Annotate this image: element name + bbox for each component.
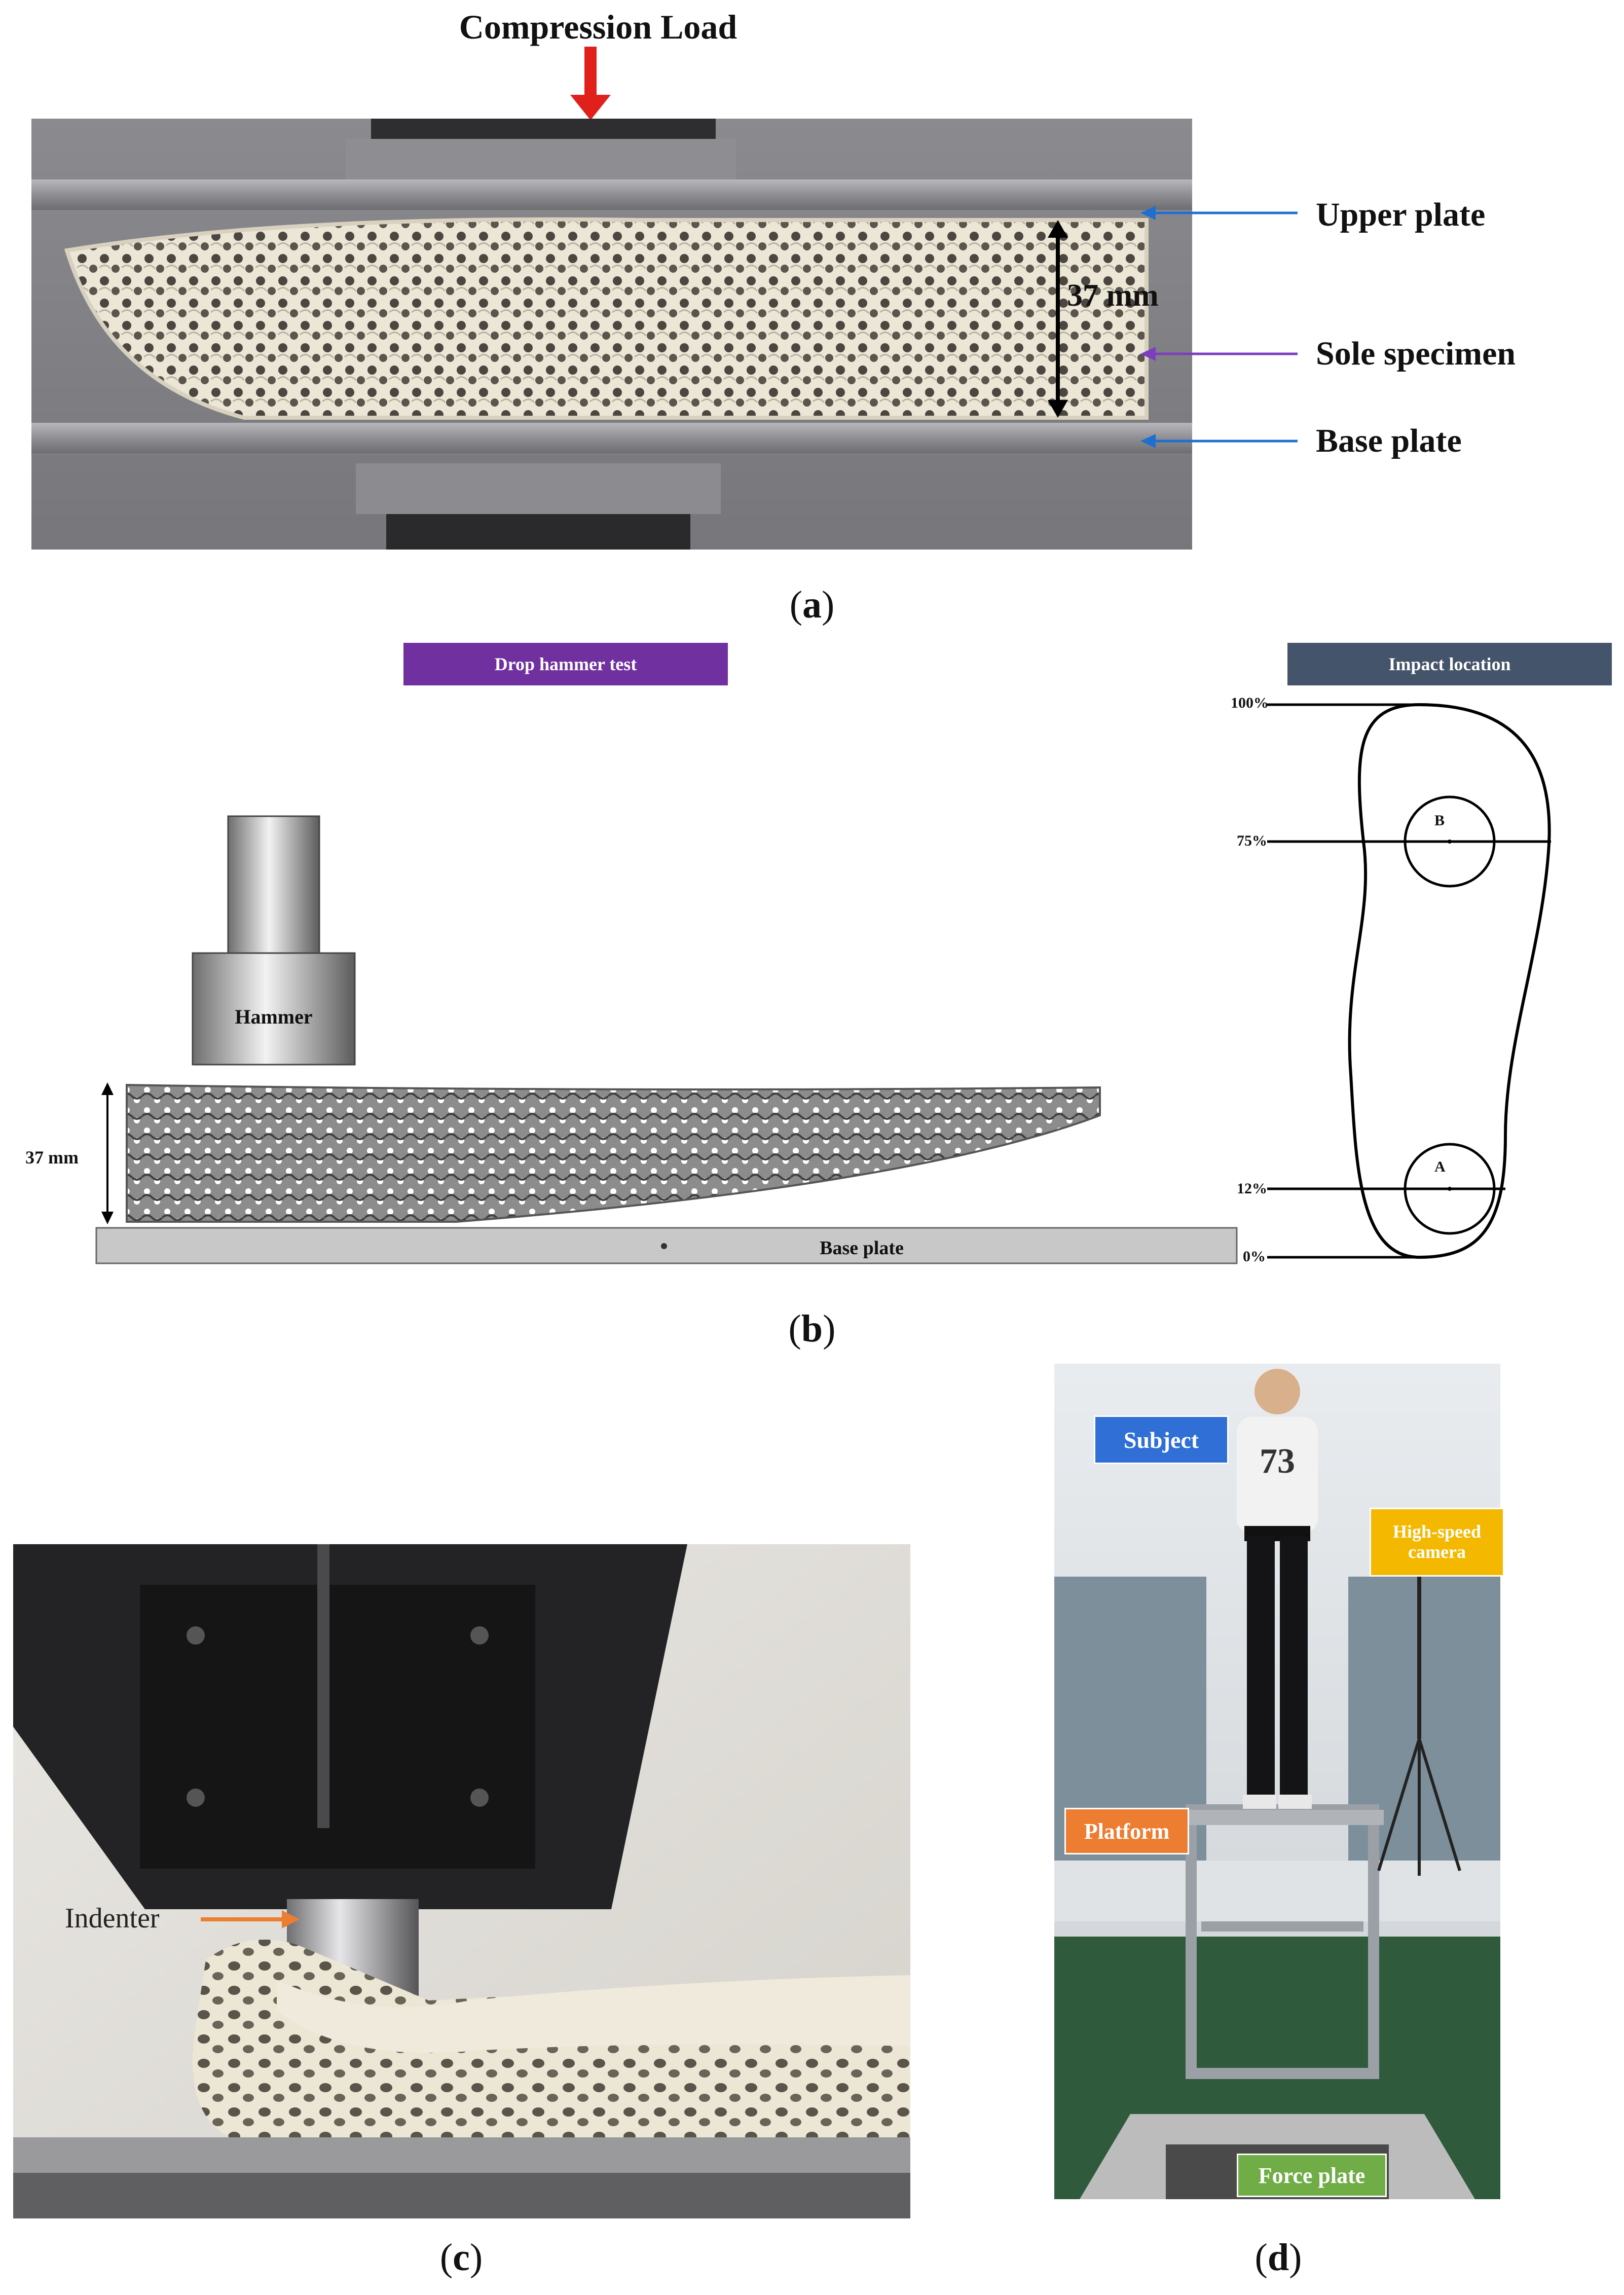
impact-location-diagram (1267, 703, 1551, 1259)
hammer-label: Hammer (235, 1005, 313, 1028)
base-plate-label-b: Base plate (820, 1237, 904, 1259)
platform-tag: Platform (1064, 1808, 1189, 1854)
indenter-label: Indenter (65, 1903, 160, 1934)
dimension-label-b: 37 mm (25, 1147, 79, 1168)
percent-0-label: 0% (1243, 1248, 1266, 1265)
camera-label-line-1: High-speed (1392, 1521, 1482, 1542)
camera-label-line-2: camera (1408, 1542, 1466, 1562)
caption-b: (b) (788, 1307, 836, 1350)
subject-tag: Subject (1094, 1415, 1229, 1464)
drop-hammer-header: Drop hammer test (403, 643, 728, 685)
impact-point-a-label: A (1434, 1158, 1446, 1175)
force-plate-tag: Force plate (1237, 2154, 1387, 2197)
base-plate-label: Base plate (1316, 422, 1462, 459)
percent-12-label: 12% (1237, 1180, 1267, 1197)
dimension-label-a: 37 mm (1067, 278, 1159, 313)
drop-hammer-schematic (95, 815, 1238, 1264)
impact-point-b-label: B (1434, 812, 1445, 829)
sole-specimen-label: Sole specimen (1316, 335, 1516, 372)
percent-75-label: 75% (1237, 832, 1267, 849)
compression-load-label: Compression Load (459, 8, 737, 46)
percent-100-label: 100% (1231, 695, 1269, 711)
gait-test-photo: 73 (1054, 1364, 1500, 2199)
caption-c: (c) (439, 2236, 483, 2279)
shirt-number: 73 (1260, 1442, 1295, 1481)
callout-arrows-a (1140, 206, 1298, 448)
caption-d: (d) (1254, 2236, 1302, 2279)
compression-arrow-icon (570, 47, 611, 120)
upper-plate-label: Upper plate (1316, 196, 1486, 233)
impact-location-header: Impact location (1287, 643, 1612, 685)
caption-a: (a) (789, 584, 835, 626)
indentation-test-photo (13, 1544, 910, 2218)
high-speed-camera-tag: High-speed camera (1370, 1508, 1504, 1577)
compression-test-photo (31, 119, 1192, 550)
